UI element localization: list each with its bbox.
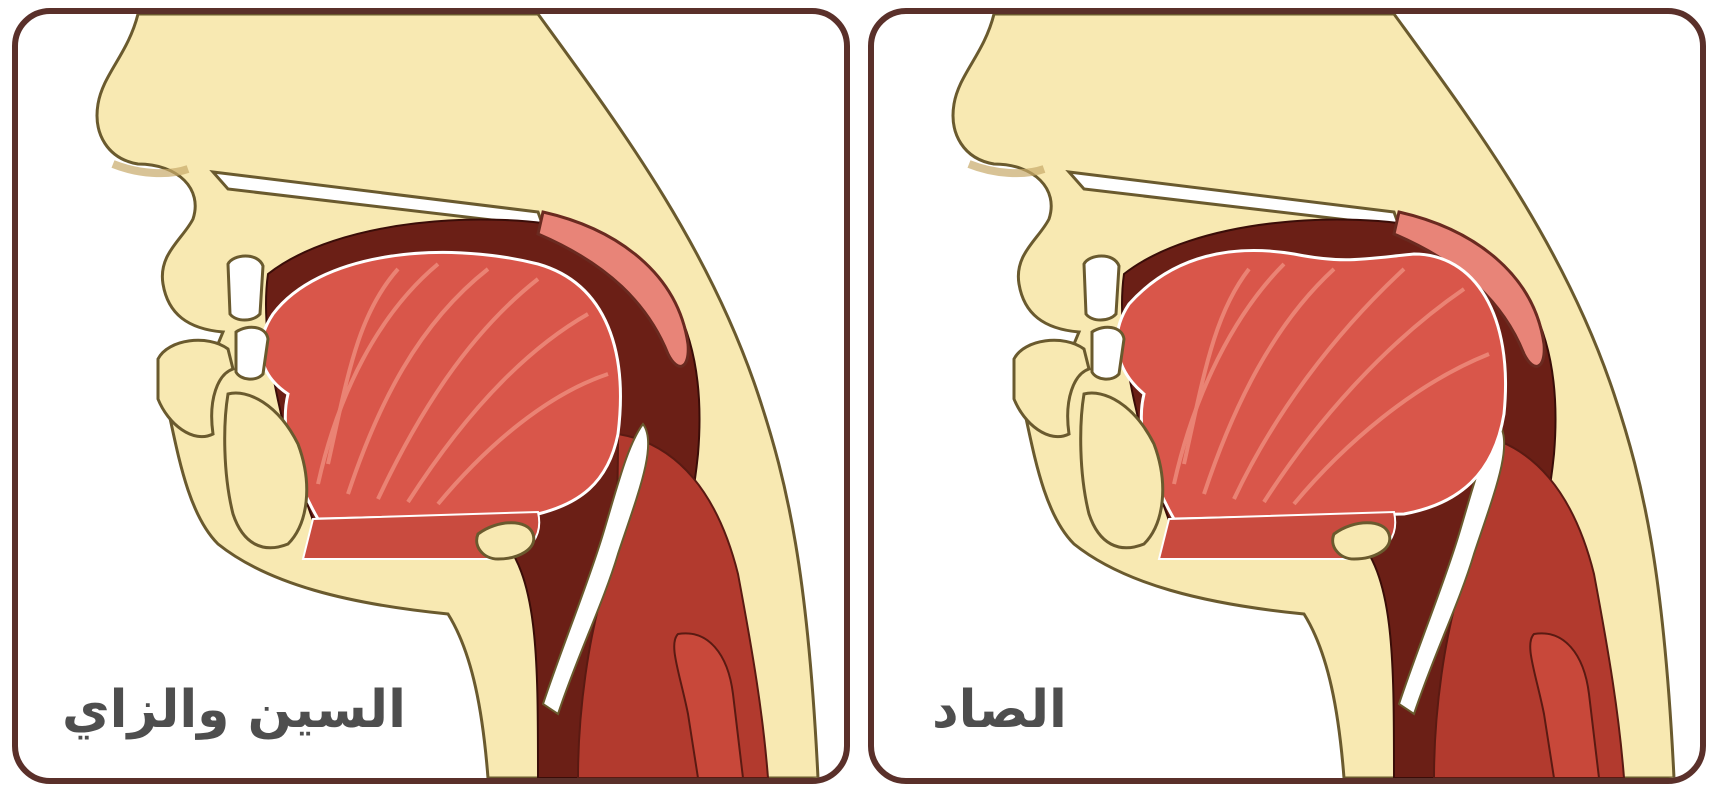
lower-teeth bbox=[1092, 327, 1124, 379]
caption-sad: الصاد bbox=[932, 680, 1067, 740]
hyoid-bone bbox=[1333, 523, 1390, 559]
lower-teeth bbox=[236, 327, 268, 379]
vocal-tract-illustration-sad bbox=[874, 14, 1700, 778]
caption-sin-zay: السين والزاي bbox=[62, 680, 406, 740]
upper-teeth bbox=[228, 256, 263, 320]
upper-teeth bbox=[1084, 256, 1119, 320]
panel-sin-zay: السين والزاي bbox=[12, 8, 850, 784]
hyoid-bone bbox=[477, 523, 534, 559]
panel-sad: الصاد bbox=[868, 8, 1706, 784]
vocal-tract-illustration-sin-zay bbox=[18, 14, 844, 778]
